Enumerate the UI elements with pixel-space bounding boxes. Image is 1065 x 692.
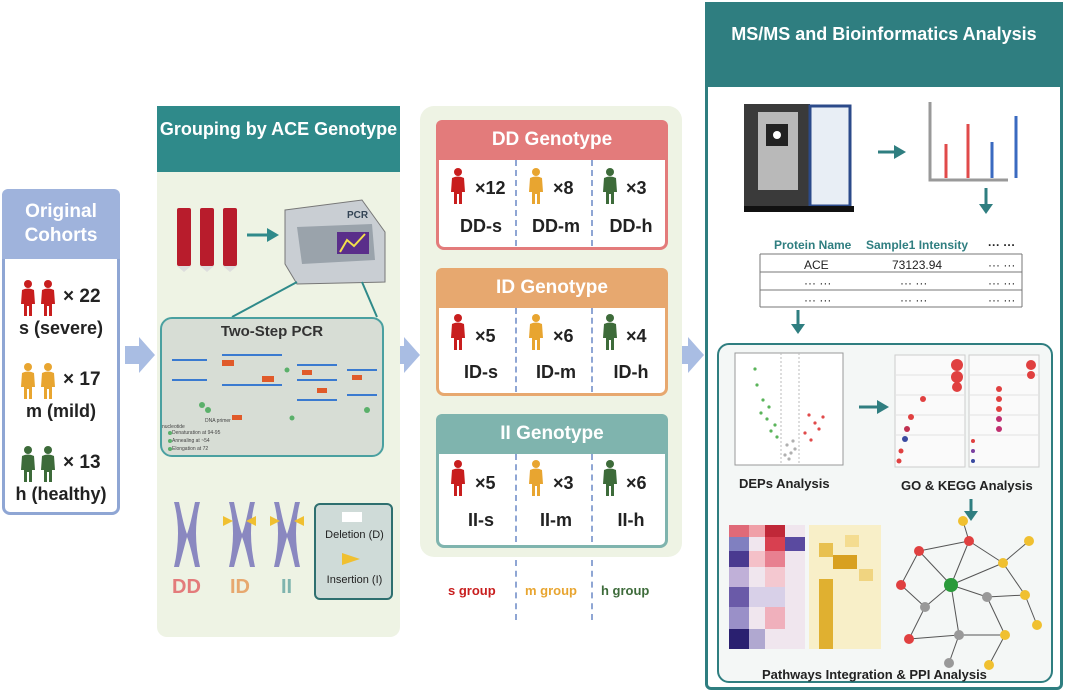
table-cell: 73123.94: [892, 258, 943, 272]
insertion-label: Insertion (I): [326, 574, 383, 586]
chromosome-label-id: ID: [230, 576, 250, 598]
mild-people-icon: [21, 363, 55, 399]
id-s-count: ×5: [475, 326, 496, 346]
cohorts-title: Original Cohorts: [2, 189, 120, 259]
ii-s-count: ×5: [475, 473, 496, 493]
chromosome-icon: [174, 502, 300, 567]
analysis-graphics: [729, 352, 1042, 670]
dd-h-label: DD-h: [609, 216, 653, 236]
table-cell: ··· ···: [804, 276, 832, 290]
separator: [591, 454, 593, 542]
healthy-count: × 13: [63, 452, 101, 473]
dd-h-count: ×3: [626, 178, 647, 198]
ii-genotype-title: II Genotype: [436, 414, 668, 454]
blood-tube-icon: [177, 208, 237, 272]
severe-count: × 22: [63, 286, 101, 307]
grouping-title: Grouping by ACE Genotype: [157, 106, 400, 172]
chromosome-label-ii: II: [281, 576, 293, 598]
ppi-caption: Pathways Integration & PPI Analysis: [762, 667, 987, 682]
table-cell: ··· ···: [988, 276, 1016, 290]
id-h-label: ID-h: [613, 362, 649, 382]
healthy-label: h (healthy): [15, 484, 107, 504]
m-group-label: m group: [525, 583, 577, 598]
pcr-machine-label: PCR: [347, 210, 369, 221]
separator: [591, 160, 593, 246]
dd-m-count: ×8: [553, 178, 574, 198]
pcr-note-3: Elongation at 72: [172, 446, 209, 452]
id-m-label: ID-m: [536, 362, 576, 382]
deletion-label: Deletion (D): [325, 529, 384, 541]
id-m-count: ×6: [553, 326, 574, 346]
s-group-label: s group: [448, 583, 496, 598]
table-header-more: ··· ···: [988, 238, 1016, 252]
id-h-count: ×4: [626, 326, 647, 346]
ms-graphics: [744, 102, 1023, 334]
separator: [515, 308, 517, 392]
two-step-pcr-box: [160, 317, 384, 457]
dd-s-count: ×12: [475, 178, 506, 198]
ppi-network-icon: [896, 516, 1042, 670]
separator: [515, 454, 517, 542]
heatmap-icon: [729, 525, 881, 649]
table-cell: ··· ···: [900, 293, 928, 307]
separator: [515, 160, 517, 246]
mass-spectrometer-icon: [744, 104, 854, 212]
pcr-machine-icon: [284, 199, 386, 285]
mild-count: × 17: [63, 369, 101, 390]
id-s-label: ID-s: [463, 362, 498, 382]
table-header-protein: Protein Name: [774, 238, 852, 252]
dd-m-label: DD-m: [532, 216, 580, 236]
ii-s-label: II-s: [467, 510, 494, 530]
table-cell: ··· ···: [900, 276, 928, 290]
deletion-swatch: [342, 512, 362, 522]
ms-title: MS/MS and Bioinformatics Analysis: [705, 2, 1063, 87]
h-group-label: h group: [601, 583, 650, 598]
insertion-swatch: [342, 553, 360, 565]
pcr-small-label-1: DNA primer: [205, 418, 231, 424]
pcr-diagram: [168, 354, 377, 451]
ii-m-count: ×3: [553, 473, 574, 493]
healthy-people-icon: [21, 446, 55, 482]
separator: [515, 560, 517, 620]
dd-s-label: DD-s: [459, 216, 502, 236]
ii-h-count: ×6: [626, 473, 647, 493]
spectrum-chart-icon: [928, 102, 1018, 182]
grouping-graphics: PCR: [174, 199, 386, 567]
table-cell: ACE: [804, 258, 829, 272]
table-header-sample1: Sample1 Intensity: [866, 238, 969, 252]
table-cell: ··· ···: [988, 258, 1016, 272]
go-kegg-caption: GO & KEGG Analysis: [901, 478, 1033, 493]
table-cell: ··· ···: [988, 293, 1016, 307]
mild-label: m (mild): [26, 401, 96, 421]
two-step-pcr-title: Two-Step PCR: [220, 323, 324, 340]
separator: [591, 560, 593, 620]
pcr-note-1: Denaturation at 94-95: [172, 430, 221, 436]
go-kegg-plot-icon: [894, 354, 1040, 468]
chromosome-label-dd: DD: [172, 576, 201, 598]
table-cell: ··· ···: [804, 293, 832, 307]
pcr-note-2: Annealing at ~54: [172, 438, 210, 444]
id-genotype-title: ID Genotype: [436, 268, 668, 308]
ii-h-label: II-h: [617, 510, 645, 530]
severe-people-icon: [21, 280, 55, 316]
severe-label: s (severe): [18, 318, 104, 338]
pcr-small-label-2: nucleotide: [162, 424, 185, 430]
deps-analysis-caption: DEPs Analysis: [739, 476, 830, 491]
dd-genotype-title: DD Genotype: [436, 120, 668, 160]
ii-m-label: II-m: [539, 510, 572, 530]
volcano-plot-icon: [734, 352, 844, 466]
separator: [591, 308, 593, 392]
